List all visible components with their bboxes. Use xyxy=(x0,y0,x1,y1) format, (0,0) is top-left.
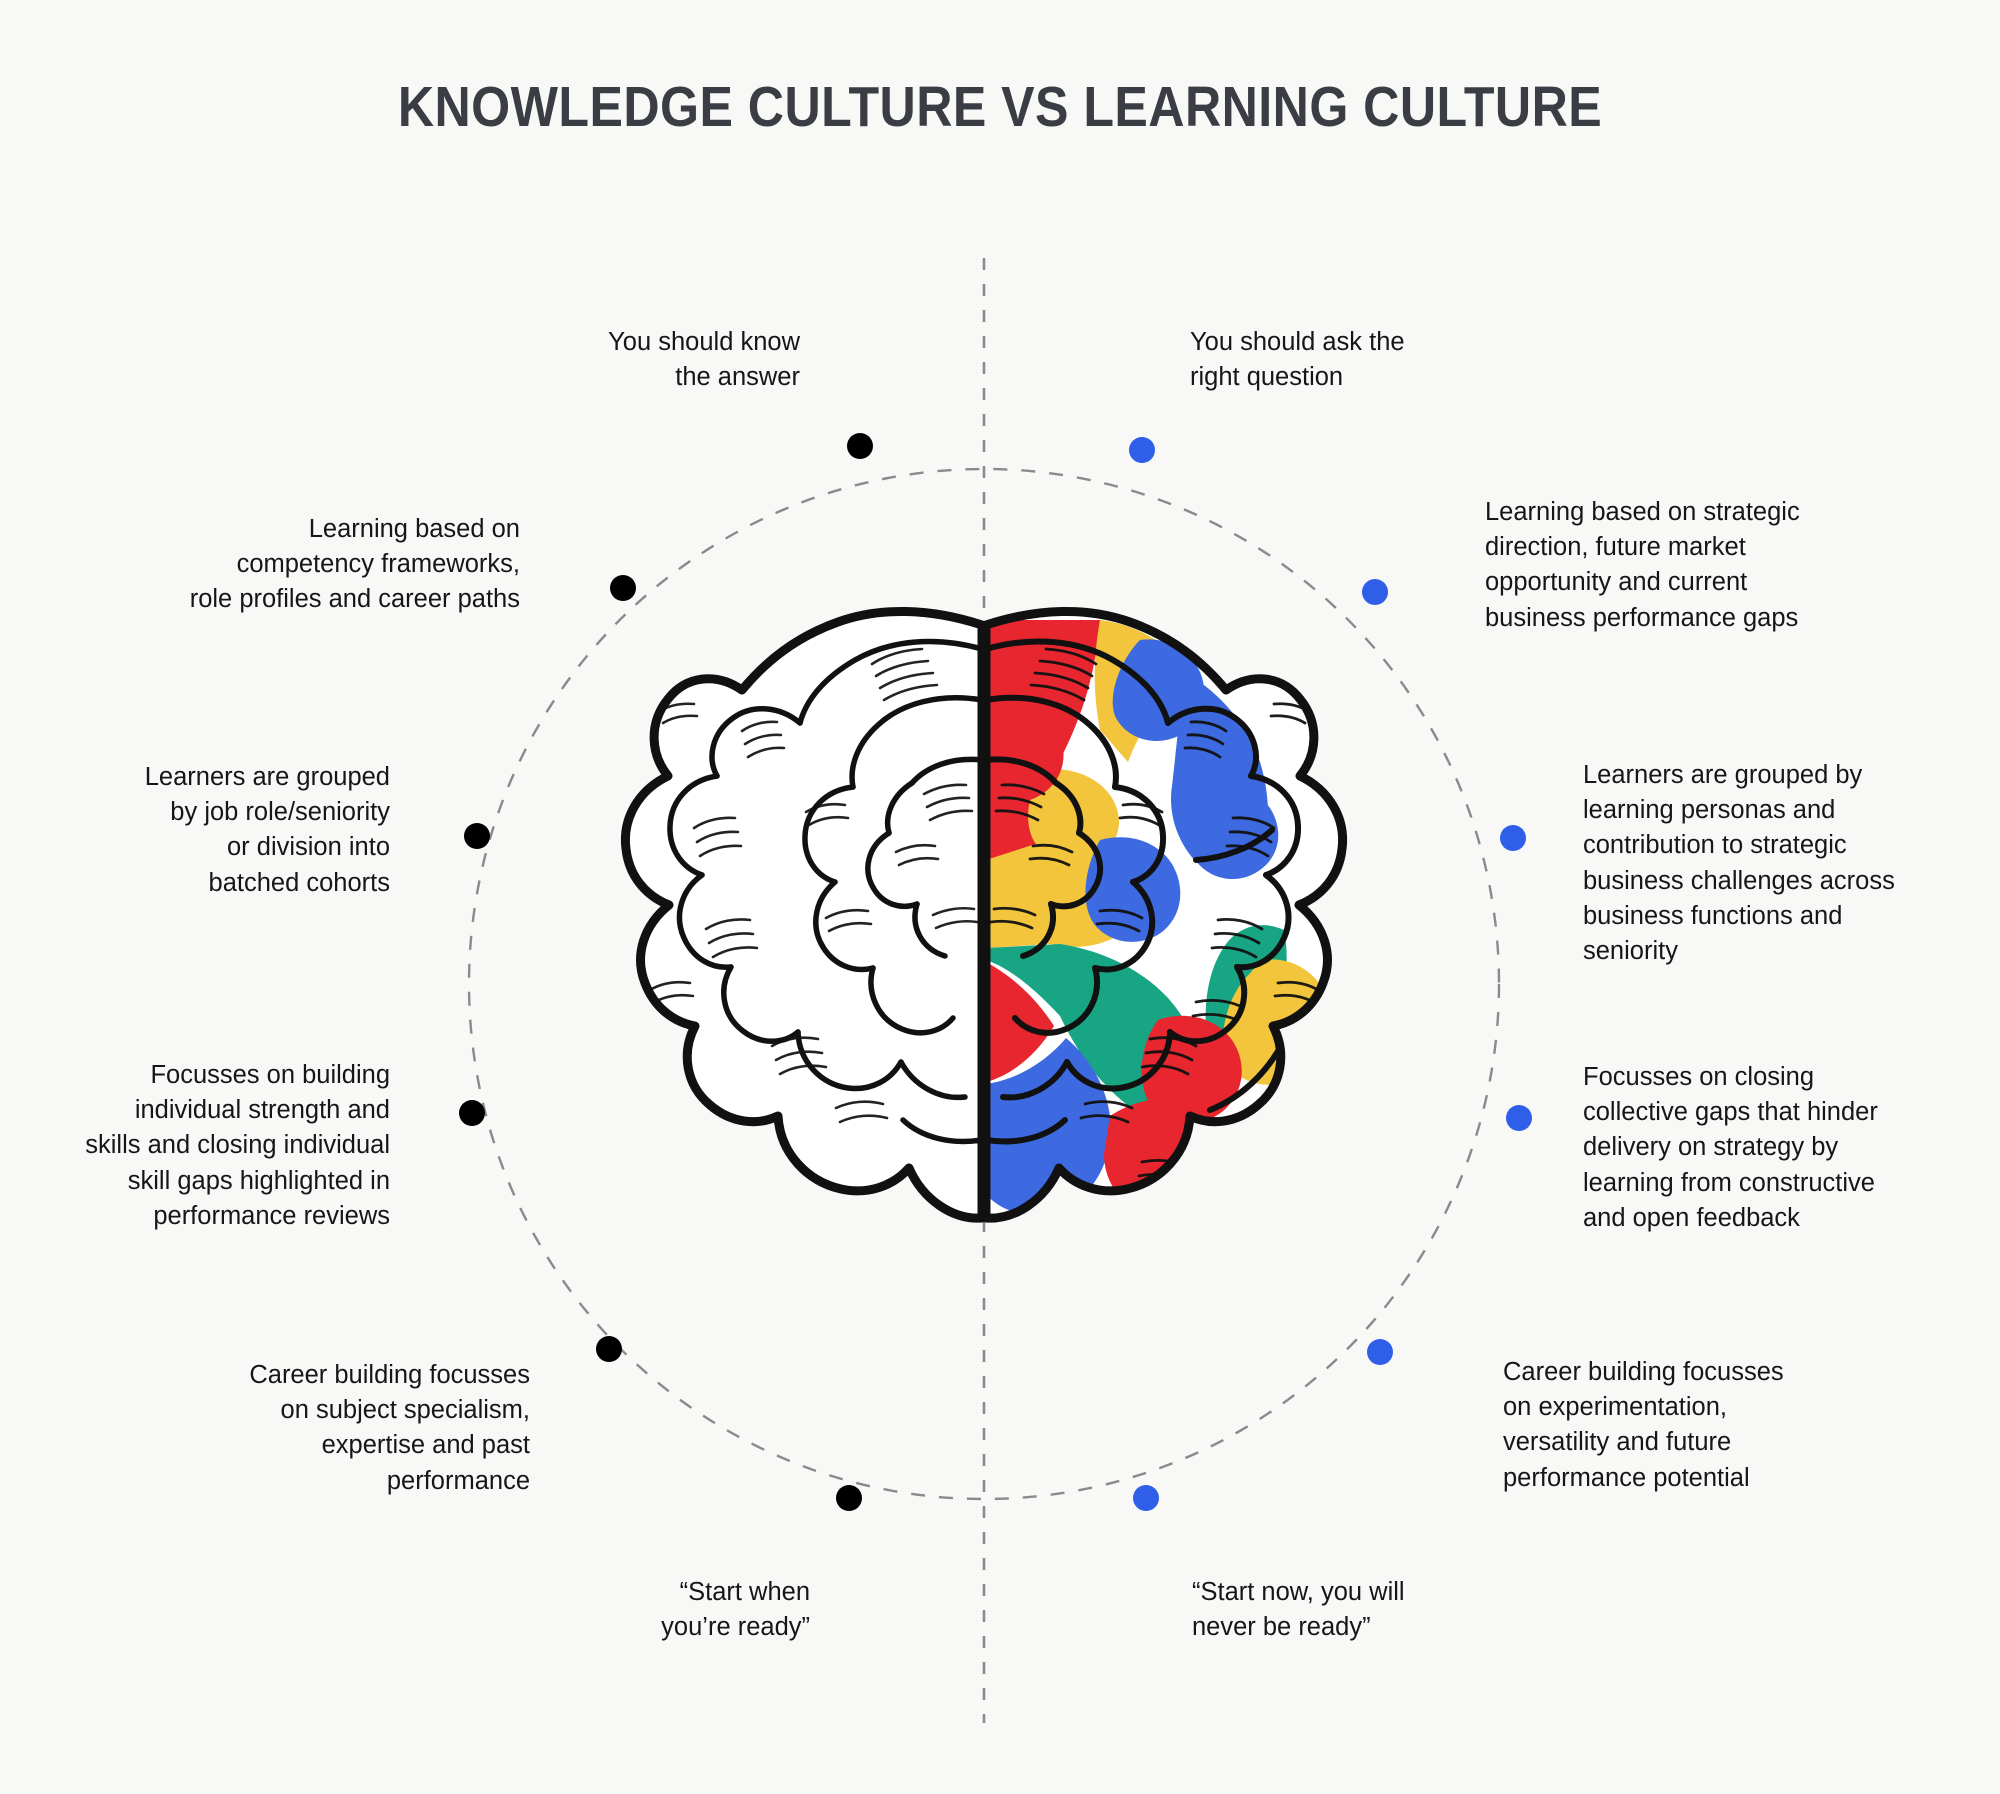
orbit-circle xyxy=(467,467,1501,1501)
marker-dot-left-4[interactable] xyxy=(459,1100,485,1126)
marker-dot-left-6[interactable] xyxy=(836,1485,862,1511)
marker-dot-right-5[interactable] xyxy=(1367,1339,1393,1365)
marker-dot-right-1[interactable] xyxy=(1129,437,1155,463)
marker-dot-left-2[interactable] xyxy=(610,575,636,601)
marker-dot-left-3[interactable] xyxy=(464,823,490,849)
marker-dot-right-2[interactable] xyxy=(1362,579,1388,605)
marker-dot-right-6[interactable] xyxy=(1133,1485,1159,1511)
brain-right-hemisphere xyxy=(981,606,1348,1223)
marker-dot-right-3[interactable] xyxy=(1500,825,1526,851)
marker-dot-left-5[interactable] xyxy=(596,1336,622,1362)
marker-dot-left-1[interactable] xyxy=(847,433,873,459)
brain-left-hemisphere xyxy=(620,606,987,1223)
marker-dot-right-4[interactable] xyxy=(1506,1105,1532,1131)
split-brain-illustration xyxy=(620,606,1348,1223)
page-title: KNOWLEDGE CULTURE VS LEARNING CULTURE xyxy=(397,75,1603,139)
